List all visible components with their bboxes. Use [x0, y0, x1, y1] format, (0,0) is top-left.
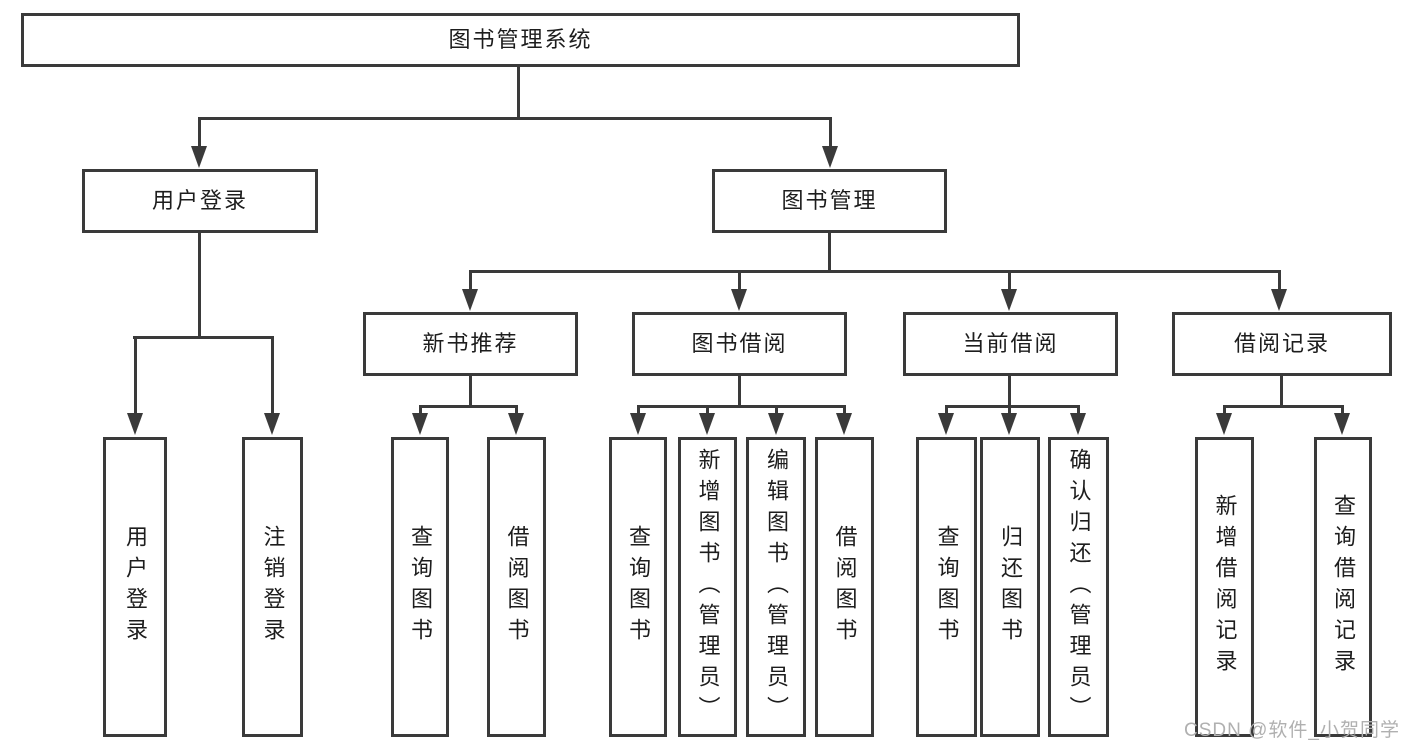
- leaf-logout: 注销登录: [242, 437, 303, 737]
- connector-line: [198, 233, 201, 337]
- connector-line: [271, 336, 274, 414]
- node-borrowing-records-label: 借阅记录: [1233, 331, 1330, 356]
- arrow-down-icon: [1334, 413, 1350, 435]
- leaf-query-books-current: 查询图书: [916, 437, 977, 737]
- connector-line: [469, 376, 472, 408]
- arrow-down-icon: [264, 413, 280, 435]
- leaf-confirm-return-admin: 确认归还（管理员）: [1048, 437, 1109, 737]
- connector-line: [829, 117, 832, 147]
- arrow-down-icon: [127, 413, 143, 435]
- connector-line: [198, 117, 201, 147]
- connector-line: [469, 270, 472, 290]
- connector-line: [706, 405, 709, 414]
- connector-line: [198, 117, 832, 120]
- leaf-user-login-label: 用户登录: [123, 525, 148, 649]
- leaf-edit-books-admin-label: 编辑图书（管理员）: [764, 447, 789, 727]
- arrow-down-icon: [630, 413, 646, 435]
- leaf-confirm-return-admin-label: 确认归还（管理员）: [1066, 447, 1092, 727]
- leaf-query-borrow-record: 查询借阅记录: [1314, 437, 1372, 737]
- arrow-down-icon: [1001, 289, 1017, 311]
- node-book-borrowing-label: 图书借阅: [691, 331, 788, 356]
- leaf-add-books-admin: 新增图书（管理员）: [678, 437, 737, 737]
- leaf-query-books-recommend-label: 查询图书: [408, 525, 433, 649]
- leaf-add-borrow-record-label: 新增借阅记录: [1212, 494, 1238, 680]
- leaf-query-books-borrowing: 查询图书: [609, 437, 667, 737]
- node-user-login-label: 用户登录: [151, 188, 248, 213]
- arrow-down-icon: [508, 413, 524, 435]
- connector-line: [945, 405, 1080, 408]
- node-new-book-recommendation-label: 新书推荐: [422, 331, 519, 356]
- leaf-return-books: 归还图书: [980, 437, 1040, 737]
- node-current-borrowing: 当前借阅: [903, 312, 1118, 376]
- leaf-query-books-current-label: 查询图书: [934, 525, 960, 649]
- leaf-add-books-admin-label: 新增图书（管理员）: [695, 447, 721, 727]
- arrow-down-icon: [191, 146, 207, 168]
- leaf-borrow-books-borrowing-label: 借阅图书: [832, 525, 858, 649]
- leaf-user-login: 用户登录: [103, 437, 167, 737]
- arrow-down-icon: [1001, 413, 1017, 435]
- arrow-down-icon: [412, 413, 428, 435]
- node-book-management: 图书管理: [712, 169, 947, 233]
- leaf-return-books-label: 归还图书: [998, 525, 1023, 649]
- connector-line: [1008, 270, 1011, 290]
- leaf-borrow-books-recommend: 借阅图书: [487, 437, 546, 737]
- leaf-logout-label: 注销登录: [260, 525, 286, 649]
- arrow-down-icon: [462, 289, 478, 311]
- connector-line: [637, 405, 846, 408]
- leaf-borrow-books-borrowing: 借阅图书: [815, 437, 874, 737]
- arrow-down-icon: [768, 413, 784, 435]
- connector-line: [1278, 270, 1281, 290]
- arrow-down-icon: [938, 413, 954, 435]
- connector-line: [1280, 376, 1283, 408]
- arrow-down-icon: [699, 413, 715, 435]
- connector-line: [1008, 376, 1011, 408]
- leaf-borrow-books-recommend-label: 借阅图书: [504, 525, 530, 649]
- connector-line: [1341, 405, 1344, 414]
- connector-line: [828, 233, 831, 272]
- arrow-down-icon: [731, 289, 747, 311]
- connector-line: [515, 405, 518, 414]
- connector-line: [134, 336, 137, 414]
- node-user-login: 用户登录: [82, 169, 318, 233]
- node-root: 图书管理系统: [21, 13, 1020, 67]
- connector-line: [738, 270, 741, 290]
- arrow-down-icon: [836, 413, 852, 435]
- connector-line: [1008, 405, 1011, 414]
- leaf-query-borrow-record-label: 查询借阅记录: [1331, 494, 1356, 680]
- leaf-query-books-borrowing-label: 查询图书: [626, 525, 651, 649]
- arrow-down-icon: [822, 146, 838, 168]
- leaf-edit-books-admin: 编辑图书（管理员）: [746, 437, 806, 737]
- node-book-borrowing: 图书借阅: [632, 312, 847, 376]
- arrow-down-icon: [1271, 289, 1287, 311]
- connector-line: [469, 270, 1281, 273]
- watermark: CSDN @软件_小贺同学: [1184, 720, 1400, 741]
- node-current-borrowing-label: 当前借阅: [962, 331, 1059, 356]
- connector-line: [945, 405, 948, 414]
- leaf-add-borrow-record: 新增借阅记录: [1195, 437, 1254, 737]
- connector-line: [775, 405, 778, 414]
- leaf-query-books-recommend: 查询图书: [391, 437, 449, 737]
- arrow-down-icon: [1070, 413, 1086, 435]
- node-root-label: 图书管理系统: [448, 27, 593, 52]
- node-book-management-label: 图书管理: [781, 188, 878, 213]
- connector-line: [133, 336, 274, 339]
- connector-line: [419, 405, 518, 408]
- node-borrowing-records: 借阅记录: [1172, 312, 1392, 376]
- node-new-book-recommendation: 新书推荐: [363, 312, 578, 376]
- connector-line: [1223, 405, 1226, 414]
- connector-line: [738, 376, 741, 408]
- connector-line: [1223, 405, 1344, 408]
- arrow-down-icon: [1216, 413, 1232, 435]
- connector-line: [843, 405, 846, 414]
- connector-line: [637, 405, 640, 414]
- connector-line: [419, 405, 422, 414]
- connector-line: [517, 65, 520, 119]
- connector-line: [1077, 405, 1080, 414]
